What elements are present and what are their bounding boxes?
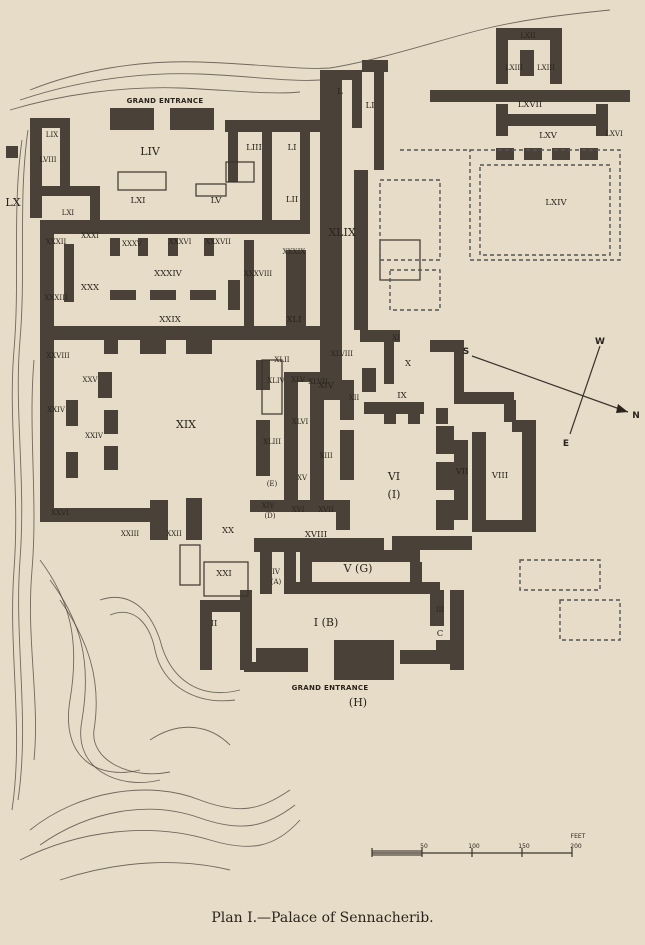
room-XXXV: XXXV (122, 240, 143, 248)
room-XLIX: XLIX (328, 226, 355, 239)
room-XIII: XIII (319, 452, 333, 460)
room-XXXIX: XXXIX (283, 248, 306, 256)
scale-tick-100: 100 (468, 843, 480, 850)
room-XXIX: XXIX (159, 315, 181, 325)
terrain-hatching (9, 9, 611, 881)
room-XII: XII (349, 394, 360, 402)
room-XIV-lower: XIV (262, 502, 276, 510)
room-XXXVII: XXXVII (205, 238, 231, 246)
room-XXXVIII: XXXVIII (244, 270, 273, 278)
room-C: C (437, 629, 444, 639)
room-XXVIII: XXVIII (46, 352, 70, 360)
room-XIX: XIX (176, 418, 196, 431)
room-LXVI: LXVI (605, 130, 623, 138)
room-LIII: LIII (246, 143, 262, 153)
compass-w: W (595, 337, 605, 347)
bottom-grand-entrance-label: GRAND ENTRANCE (292, 684, 369, 692)
room-XLV: XLV (291, 376, 306, 384)
room-LXIII-left: LXIII (505, 64, 523, 72)
room-VI: VI (387, 470, 400, 483)
room-XLIV: XLIV (267, 377, 285, 385)
room-V: V (G) (343, 562, 373, 575)
compass-n: N (632, 411, 640, 421)
room-LX: LX (5, 196, 20, 209)
top-grand-entrance-label: GRAND ENTRANCE (127, 97, 204, 105)
room-VII: VII (455, 467, 469, 477)
room-LXV: LXV (539, 131, 558, 141)
room-II: II (211, 619, 218, 629)
room-XVI: XVI (292, 506, 305, 514)
room-LIV: LIV (140, 145, 161, 158)
scale-tick-150: 150 (518, 843, 530, 850)
room-LXIV: LXIV (545, 198, 567, 208)
plan-caption: Plan I.—Palace of Sennacherib. (211, 910, 434, 926)
room-LXIII-right: LXIII (537, 64, 555, 72)
room-VI-mark: (I) (388, 488, 401, 501)
room-XXIV-left: XXIV (47, 406, 66, 414)
room-XVII: XVII (318, 506, 334, 514)
room-XLVIII: XLVIII (331, 350, 353, 358)
walls (6, 60, 536, 680)
room-XV: XV (297, 474, 308, 482)
room-X: X (405, 359, 412, 369)
room-XXVI: XXVI (51, 509, 69, 517)
room-XLII: XLII (274, 356, 289, 364)
room-XXXVI: XXXVI (169, 238, 192, 246)
room-labels: L LI LI LII LIII LIV LV LVIII LIX LX LXI… (5, 32, 623, 639)
room-XXXII: XXXII (46, 238, 67, 246)
room-VIII: VIII (491, 471, 508, 481)
room-XI: XI (392, 334, 400, 342)
scale-tick-50: 50 (420, 843, 428, 850)
room-XLVII: XLVII (308, 378, 328, 386)
room-LXVII: LXVII (518, 100, 543, 110)
room-LI-upper: LI (365, 101, 374, 111)
room-XVIII: XVIII (305, 530, 327, 540)
bottom-entrance-mark: (H) (349, 696, 367, 709)
room-XLI: XLI (286, 315, 301, 325)
palace-plan: GRAND ENTRANCE GRAND ENTRANCE (H) L LI L… (5, 9, 640, 881)
scale-tick-200: 200 (570, 843, 582, 850)
room-I: I (B) (314, 616, 339, 629)
scale-bar: FEET 50 100 150 200 (371, 833, 586, 857)
room-LII: LII (286, 195, 298, 205)
room-XX: XX (222, 526, 235, 536)
room-LVIII: LVIII (39, 156, 56, 164)
room-XIV-mark: (D) (264, 512, 275, 520)
room-LXII: LXII (520, 32, 535, 40)
room-LI: LI (287, 143, 296, 153)
room-XXXIII: XXXIII (44, 294, 67, 302)
room-XXIV-right: XXIV (85, 432, 104, 440)
room-XLIII: XLIII (263, 438, 281, 446)
north-east-annex (379, 28, 630, 641)
room-L: L (337, 87, 343, 97)
room-XXII: XXII (166, 530, 182, 538)
room-IV-mark: (A) (271, 578, 282, 586)
room-LV: LV (211, 196, 223, 206)
room-LIX: LIX (46, 131, 58, 139)
room-XXXI: XXXI (81, 232, 99, 240)
scale-unit: FEET (571, 833, 586, 840)
room-LXI: LXI (130, 196, 145, 206)
room-IX: IX (397, 391, 407, 401)
room-IV: IV (272, 568, 281, 576)
room-XXXIV: XXXIV (154, 269, 183, 279)
room-XIV: XIV (318, 381, 334, 391)
room-XXIII: XXIII (121, 530, 139, 538)
room-E: (E) (267, 480, 278, 488)
room-XXI: XXI (216, 569, 231, 579)
room-III: III (436, 606, 445, 614)
compass-s: S (463, 347, 469, 357)
room-XXV: XXV (82, 376, 98, 384)
room-XLVI: XLVI (292, 418, 309, 426)
compass: S W N E (463, 337, 640, 449)
room-XXX: XXX (81, 283, 100, 293)
compass-e: E (563, 439, 569, 449)
room-LXI-small: LXI (62, 209, 75, 217)
